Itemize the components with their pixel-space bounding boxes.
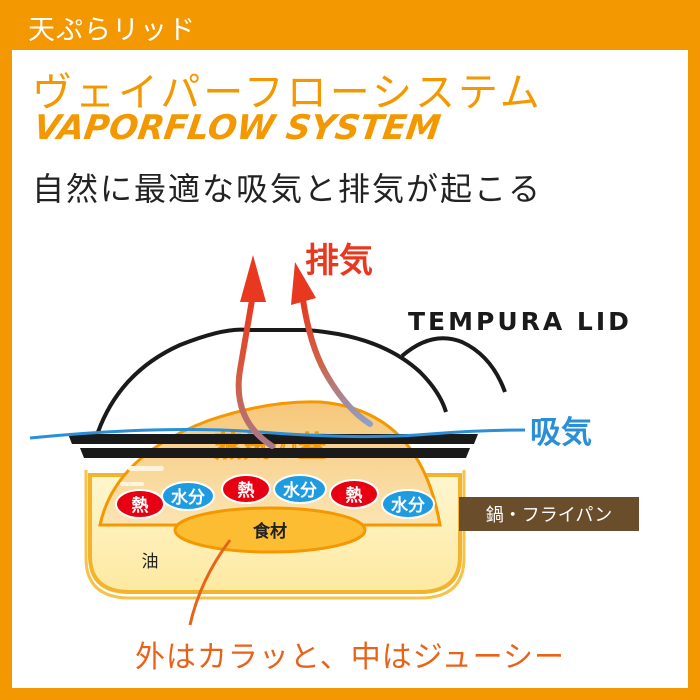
food-label: 食材 xyxy=(253,521,287,542)
exhaust-label: 排気 xyxy=(305,241,373,281)
moisture-bubble: 水分 xyxy=(381,489,435,519)
moisture-label: 水分 xyxy=(391,495,425,516)
pan-label: 鍋・フライパン xyxy=(486,505,613,526)
left-border xyxy=(0,50,12,700)
pan-outline xyxy=(84,470,466,600)
exhaust-arrowhead-left xyxy=(240,255,266,302)
caption: 外はカラッと、中はジューシー xyxy=(135,640,565,675)
lid-label: TEMPURA LID xyxy=(408,307,632,336)
lid-handle xyxy=(400,336,507,393)
pan-label-box xyxy=(459,497,639,531)
subtitle: 自然に最適な吸気と排気が起こる xyxy=(32,170,543,208)
heat-label: 熱 xyxy=(346,485,363,506)
exhaust-arrow-right xyxy=(300,297,373,427)
heat-bubble: 熱 xyxy=(115,489,165,519)
heat-bubble: 熱 xyxy=(329,479,379,509)
steam-streak xyxy=(120,482,144,486)
moisture-bubble: 水分 xyxy=(161,481,215,511)
bottom-border xyxy=(0,688,700,700)
exhaust-arrow-left xyxy=(235,297,275,449)
pan-rim xyxy=(80,448,470,458)
header-label: 天ぷらリッド xyxy=(28,15,196,46)
title-japanese: ヴェイパーフローシステム xyxy=(32,70,543,116)
header-bar: 天ぷらリッド xyxy=(0,0,700,50)
heat-label: 熱 xyxy=(238,480,255,501)
right-border xyxy=(688,50,700,700)
oil-label: 油 xyxy=(142,552,159,572)
intake-label: 吸気 xyxy=(530,415,592,451)
moisture-label: 水分 xyxy=(283,480,317,501)
heat-label: 熱 xyxy=(132,495,149,516)
steam-streak xyxy=(128,466,164,471)
intake-airflow xyxy=(29,428,526,440)
caption-pointer xyxy=(188,539,232,626)
moisture-label: 水分 xyxy=(171,487,205,508)
moisture-bubble: 水分 xyxy=(273,474,327,504)
food-ingredient xyxy=(173,506,367,554)
exhaust-arrowhead-right xyxy=(291,262,316,305)
heat-bubble: 熱 xyxy=(221,474,271,504)
